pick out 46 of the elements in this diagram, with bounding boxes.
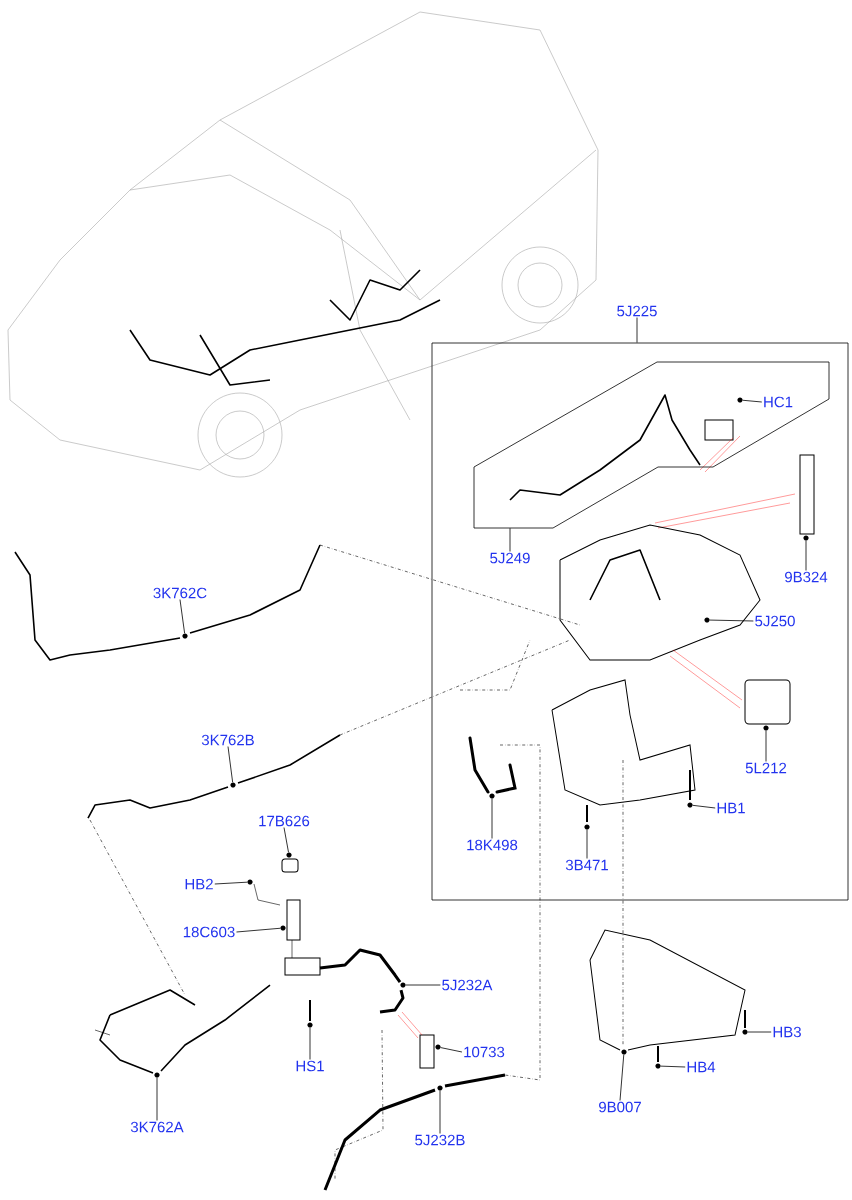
leader-line [156,1077,158,1121]
part-label: 9B324 [785,571,828,583]
part-label: 5J232A [442,979,493,991]
leader-line [227,746,234,783]
leader-line [660,1065,686,1068]
part-label: HB3 [773,1026,801,1038]
panel-outline [473,361,830,529]
part-label: HB1 [717,802,745,814]
leader-line [179,599,185,634]
part-label: 18K498 [467,839,518,851]
part-label: 9B007 [599,1101,641,1113]
leader-line [709,619,754,622]
leader-line [309,1027,311,1060]
leader-line [283,827,289,853]
part-label: HS1 [296,1060,324,1072]
leader-line [765,730,767,762]
part-label: 5J250 [755,615,795,627]
leader-line [805,540,807,571]
part-label: 3K762C [153,587,207,599]
part-label: 3K762A [130,1121,184,1133]
part-label: 5J249 [490,552,530,564]
leader-line [214,881,248,885]
leader-line [742,399,763,403]
leader-line [747,1031,772,1033]
part-label: HC1 [764,396,793,408]
leader-line [405,984,441,986]
group-frame [431,342,849,901]
leader-line [636,317,638,343]
part-label: 18C603 [183,926,235,938]
leader-line [491,798,493,839]
part-label: HB2 [185,878,213,890]
part-label: 10733 [464,1046,505,1058]
part-label: 3B471 [565,859,608,871]
part-label: 3K762B [201,734,254,746]
leader-line [509,527,511,552]
leader-line [439,1090,441,1134]
part-label: 17B626 [259,815,310,827]
leader-line [440,1047,463,1053]
part-label: HB4 [687,1061,716,1073]
leader-line [236,927,281,933]
part-label: 5L212 [745,762,787,774]
part-label: 5J225 [617,305,657,317]
leader-line [692,804,716,809]
leader-line [586,829,588,859]
part-label: 5J232B [415,1134,465,1146]
leader-line [619,1054,625,1101]
